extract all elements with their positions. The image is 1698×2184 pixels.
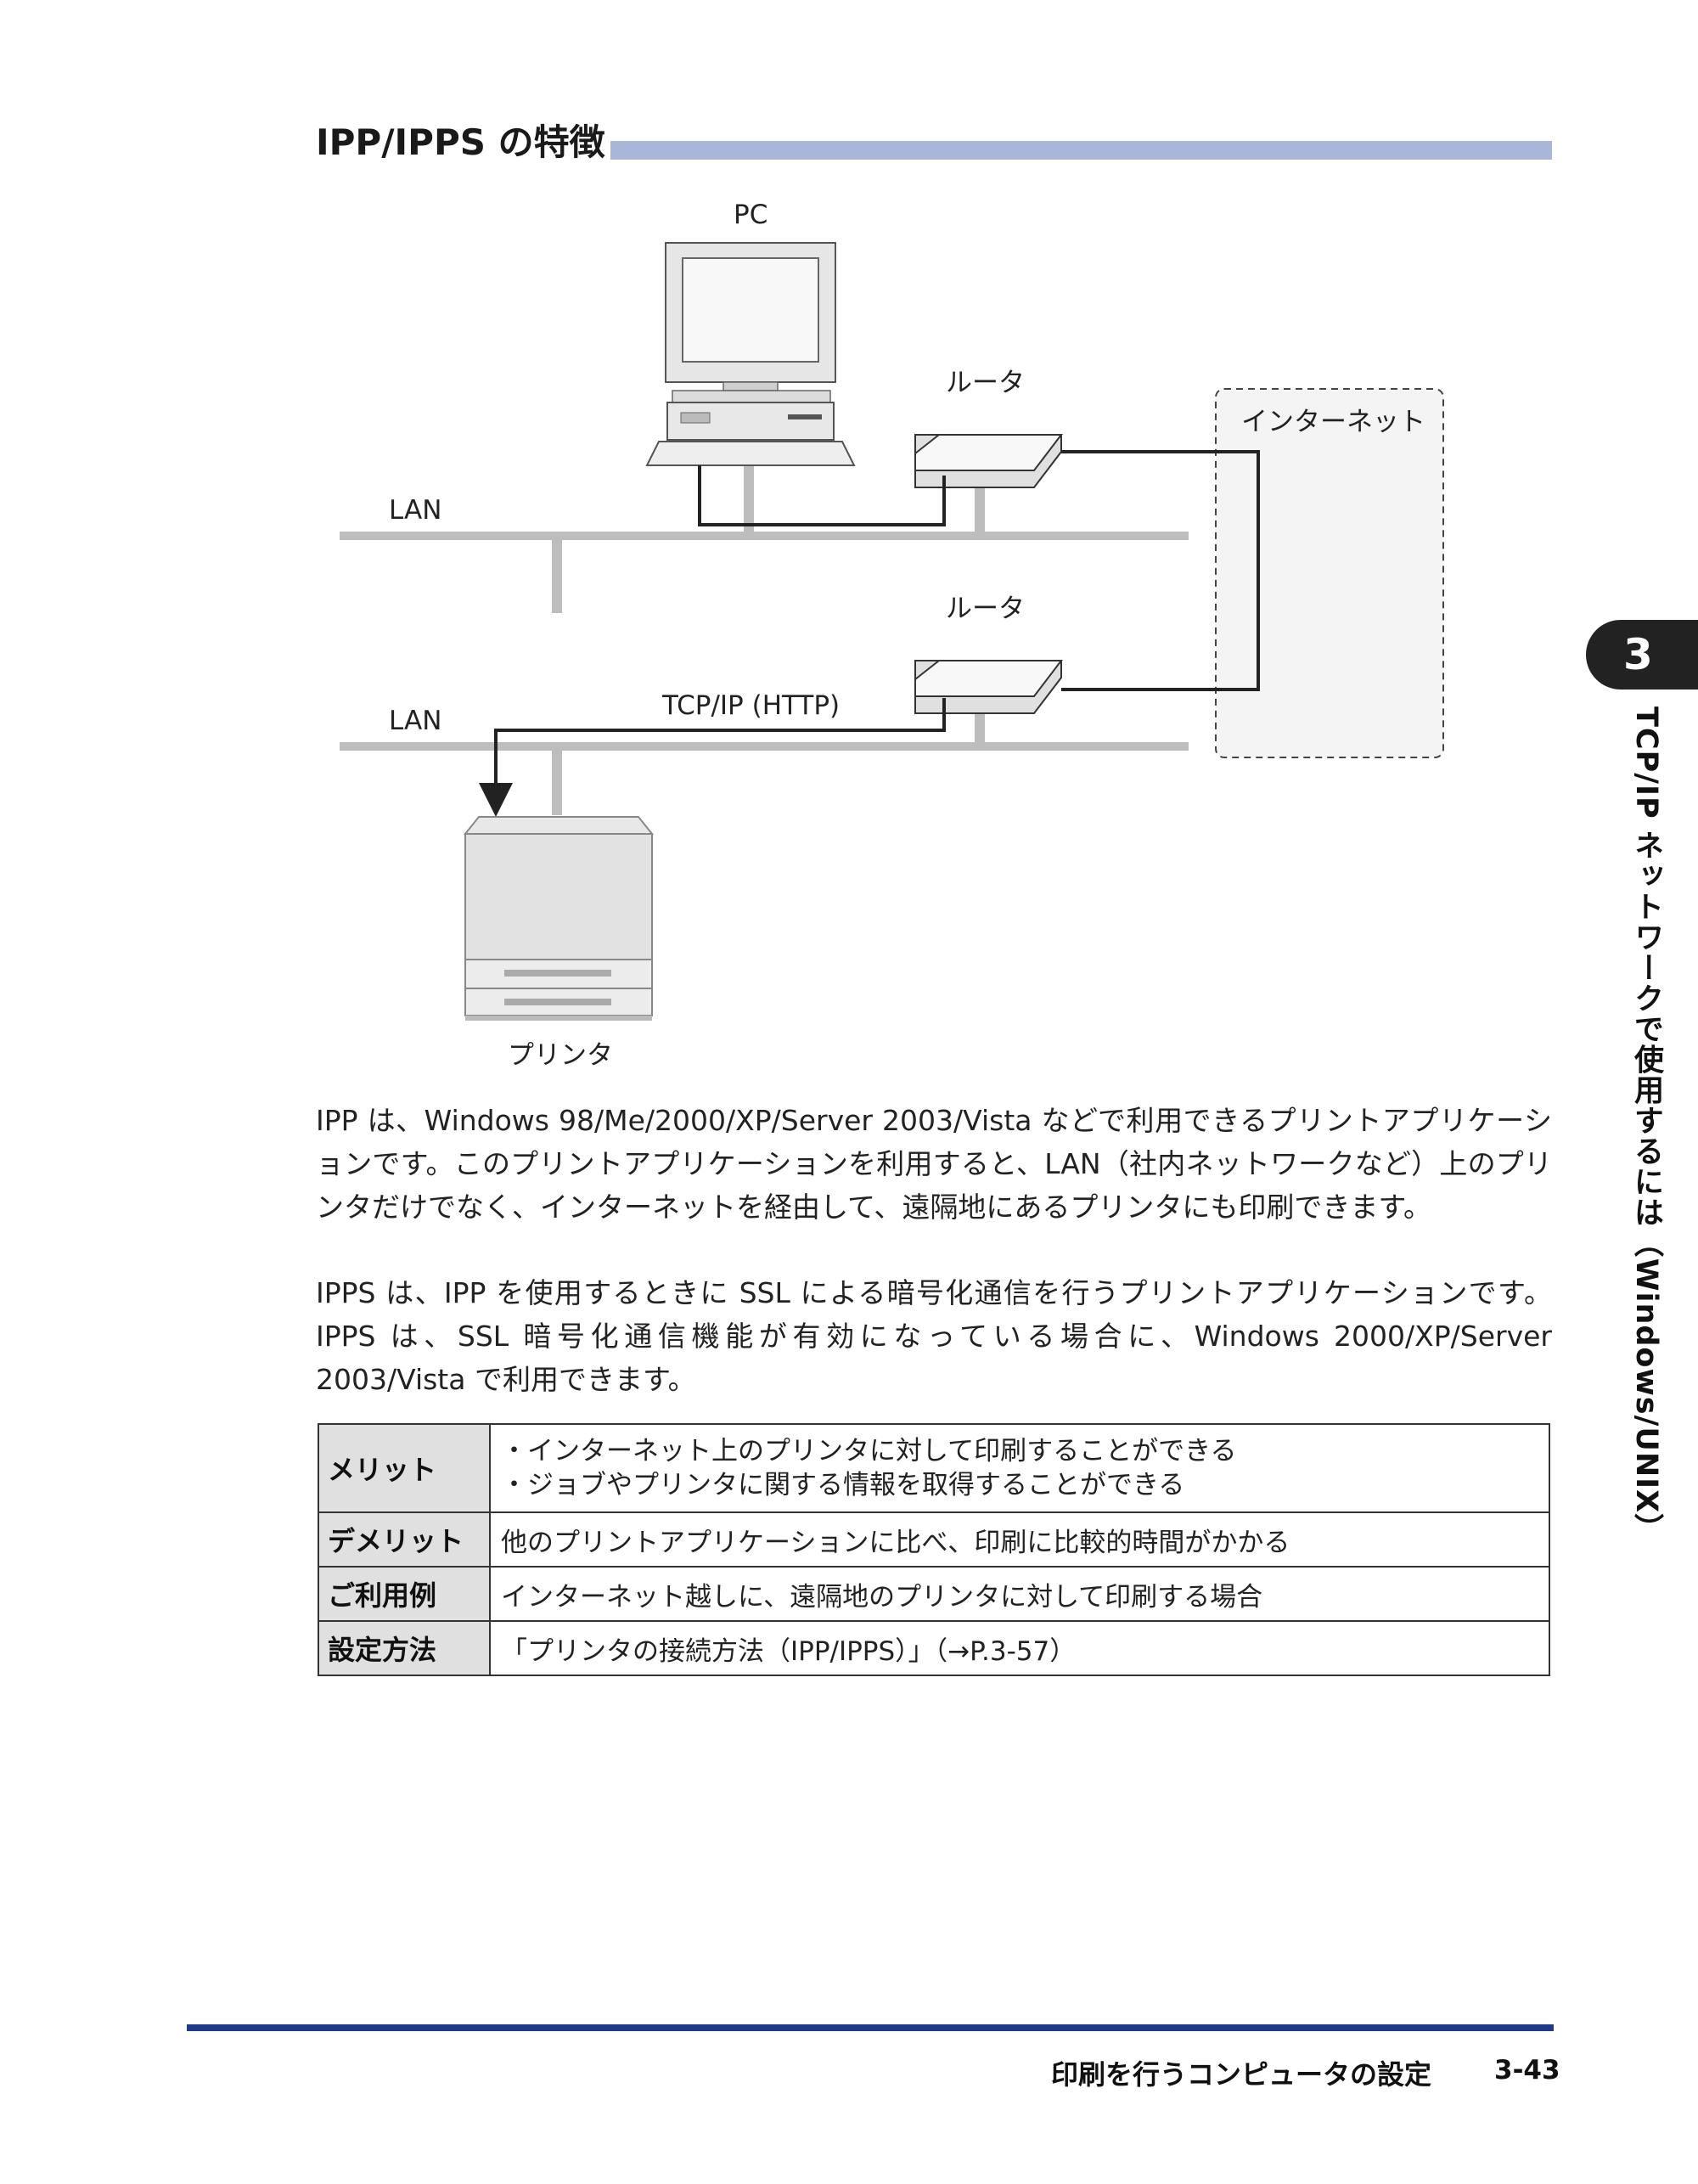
table-value-cell: 「プリンタの接続方法（IPP/IPPS）」（→P.3-57） [489,1620,1550,1676]
page-number: 3-43 [1494,2055,1560,2085]
table-row: 設定方法 「プリンタの接続方法（IPP/IPPS）」（→P.3-57） [318,1620,1550,1676]
pc-icon [645,242,856,466]
heading-underline-bar [316,141,1552,160]
chapter-title: TCP/IP ネットワークで使用するには（Windows/UNIX） [1629,706,1663,1545]
lan-backbone-1 [340,532,1189,540]
lan-backbone-2 [340,742,1189,751]
lan-label-1: LAN [389,495,442,526]
lan-drop-1 [552,540,562,613]
internet-box [1215,388,1444,758]
lan-drop-pc [744,464,754,533]
printer-label: プリンタ [508,1040,613,1071]
feature-table: メリット ・インターネット上のプリンタに対して印刷することができる ・ジョブやプ… [318,1423,1550,1676]
network-diagram: PC ルータ インターネット LAN ルータ TCP/IP (HTTP) LAN… [316,195,1552,1087]
router-icon-2 [914,660,1064,714]
internet-label: インターネット [1241,407,1425,437]
table-value-cell: インターネット越しに、遠隔地のプリンタに対して印刷する場合 [489,1566,1550,1622]
protocol-label: TCP/IP (HTTP) [662,690,841,721]
paragraph-ipp: IPP は、Windows 98/Me/2000/XP/Server 2003/… [316,1104,1552,1224]
tcpip-arrow [479,698,946,817]
table-row: ご利用例 インターネット越しに、遠隔地のプリンタに対して印刷する場合 [318,1566,1550,1622]
table-value-cell: ・インターネット上のプリンタに対して印刷することができる ・ジョブやプリンタに関… [489,1423,1550,1513]
table-row: メリット ・インターネット上のプリンタに対して印刷することができる ・ジョブやプ… [318,1423,1550,1513]
table-cell-line: ・ジョブやプリンタに関する情報を取得することができる [501,1470,1185,1500]
footer-rule [187,2024,1554,2031]
table-value-cell: 他のプリントアプリケーションに比べ、印刷に比較的時間がかかる [489,1511,1550,1568]
pc-to-router-line [698,465,946,526]
router-icon-1 [914,434,1064,488]
table-header-cell: メリット [318,1423,491,1513]
footer-title: 印刷を行うコンピュータの設定 [1051,2058,1432,2091]
table-row: デメリット 他のプリントアプリケーションに比べ、印刷に比較的時間がかかる [318,1511,1550,1568]
table-header-cell: デメリット [318,1511,491,1568]
chapter-number: 3 [1623,630,1653,679]
router-label-2: ルータ [946,594,1025,624]
lan-drop-router-1 [975,476,985,533]
lan-label-2: LAN [389,706,442,736]
network-diagram-graphic [340,242,1444,1021]
router-internet-line [1061,450,1260,691]
table-header-cell: 設定方法 [318,1620,491,1676]
router-label-1: ルータ [946,368,1025,398]
table-cell-line: ・インターネット上のプリンタに対して印刷することができる [501,1436,1237,1466]
chapter-tab[interactable]: 3 [1586,620,1698,690]
pc-label: PC [734,200,768,230]
paragraph-ipps: IPPS は、IPP を使用するときに SSL による暗号化通信を行うプリントア… [316,1276,1552,1396]
table-header-cell: ご利用例 [318,1566,491,1622]
section-heading: IPP/IPPS の特徴 [316,119,1552,166]
lan-drop-printer [552,751,562,815]
section-title: IPP/IPPS の特徴 [316,119,610,166]
printer-icon [463,816,655,1021]
